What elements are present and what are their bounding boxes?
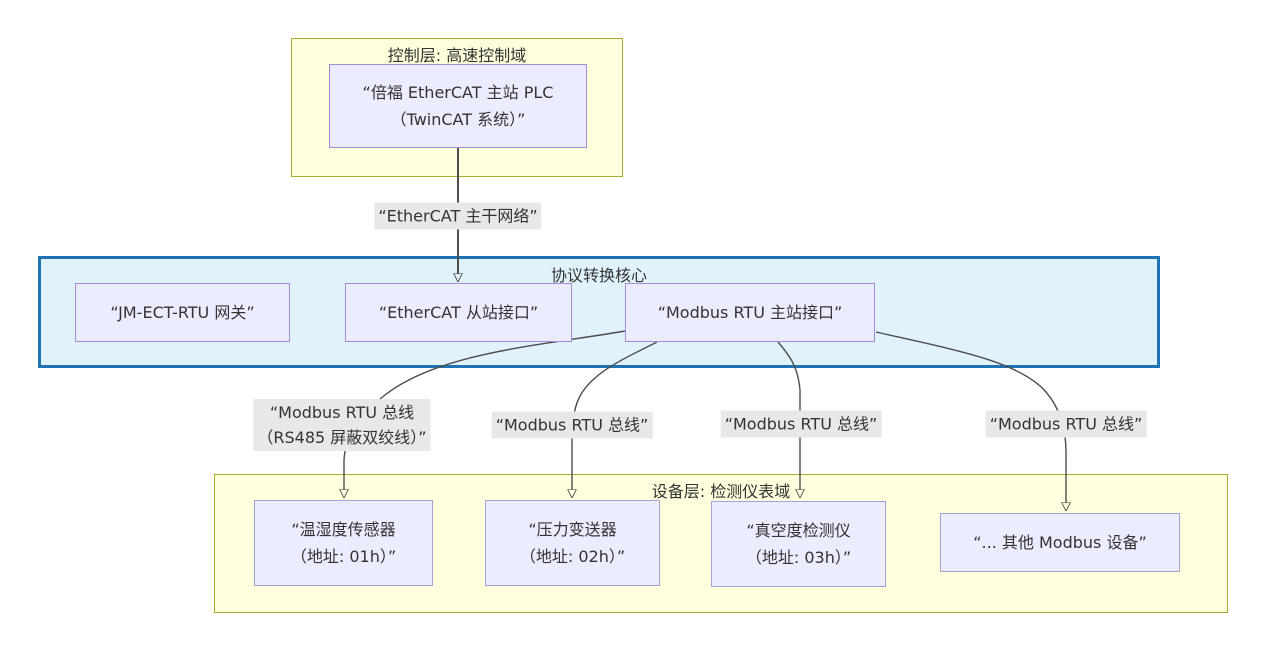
node-temp-humidity-line2: （地址: 01h）”	[290, 547, 397, 566]
node-plc-line1: “倍福 EtherCAT 主站 PLC	[362, 83, 554, 102]
node-ethercat-slave-label: “EtherCAT 从站接口”	[378, 303, 539, 322]
edge-label-modbus-bus-1: “Modbus RTU 总线 （RS485 屏蔽双绞线）”	[253, 399, 431, 451]
node-pressure-line1: “压力变送器	[528, 520, 617, 539]
node-jm-gateway-label: “JM-ECT-RTU 网关”	[110, 303, 255, 322]
node-pressure-transmitter: “压力变送器 （地址: 02h）”	[485, 500, 660, 586]
edge-modbus-bus-3	[777, 341, 800, 490]
cluster-title-protocol-core: 协议转换核心	[550, 266, 647, 285]
node-ethercat-slave: “EtherCAT 从站接口”	[345, 283, 572, 342]
node-temp-humidity-line1: “温湿度传感器	[291, 520, 396, 539]
cluster-title-control-layer: 控制层: 高速控制域	[387, 46, 527, 65]
node-jm-gateway: “JM-ECT-RTU 网关”	[75, 283, 290, 342]
edge-label-modbus-bus-1-line2: （RS485 屏蔽双绞线）”	[257, 428, 427, 447]
node-pressure-line2: （地址: 02h）”	[519, 547, 626, 566]
node-vacuum-line1: “真空度检测仪	[746, 521, 851, 540]
node-plc-line2: （TwinCAT 系统）”	[390, 110, 526, 129]
node-other-modbus-devices: “... 其他 Modbus 设备”	[940, 513, 1180, 572]
edge-label-modbus-bus-1-line1: “Modbus RTU 总线	[269, 403, 415, 422]
edge-label-modbus-bus-2: “Modbus RTU 总线”	[491, 411, 653, 439]
cluster-title-device-layer: 设备层: 检测仪表域	[651, 482, 791, 501]
node-vacuum-detector: “真空度检测仪 （地址: 03h）”	[711, 501, 886, 587]
node-other-modbus-devices-label: “... 其他 Modbus 设备”	[973, 533, 1147, 552]
edge-label-ethercat-backbone: “EtherCAT 主干网络”	[374, 202, 542, 230]
edge-label-modbus-bus-4: “Modbus RTU 总线”	[985, 410, 1147, 438]
edge-label-modbus-bus-3: “Modbus RTU 总线”	[720, 410, 882, 438]
node-plc: “倍福 EtherCAT 主站 PLC （TwinCAT 系统）”	[329, 64, 587, 148]
node-modbus-master: “Modbus RTU 主站接口”	[625, 283, 875, 342]
node-vacuum-line2: （地址: 03h）”	[745, 548, 852, 567]
node-temp-humidity-sensor: “温湿度传感器 （地址: 01h）”	[254, 500, 433, 586]
node-modbus-master-label: “Modbus RTU 主站接口”	[657, 303, 843, 322]
